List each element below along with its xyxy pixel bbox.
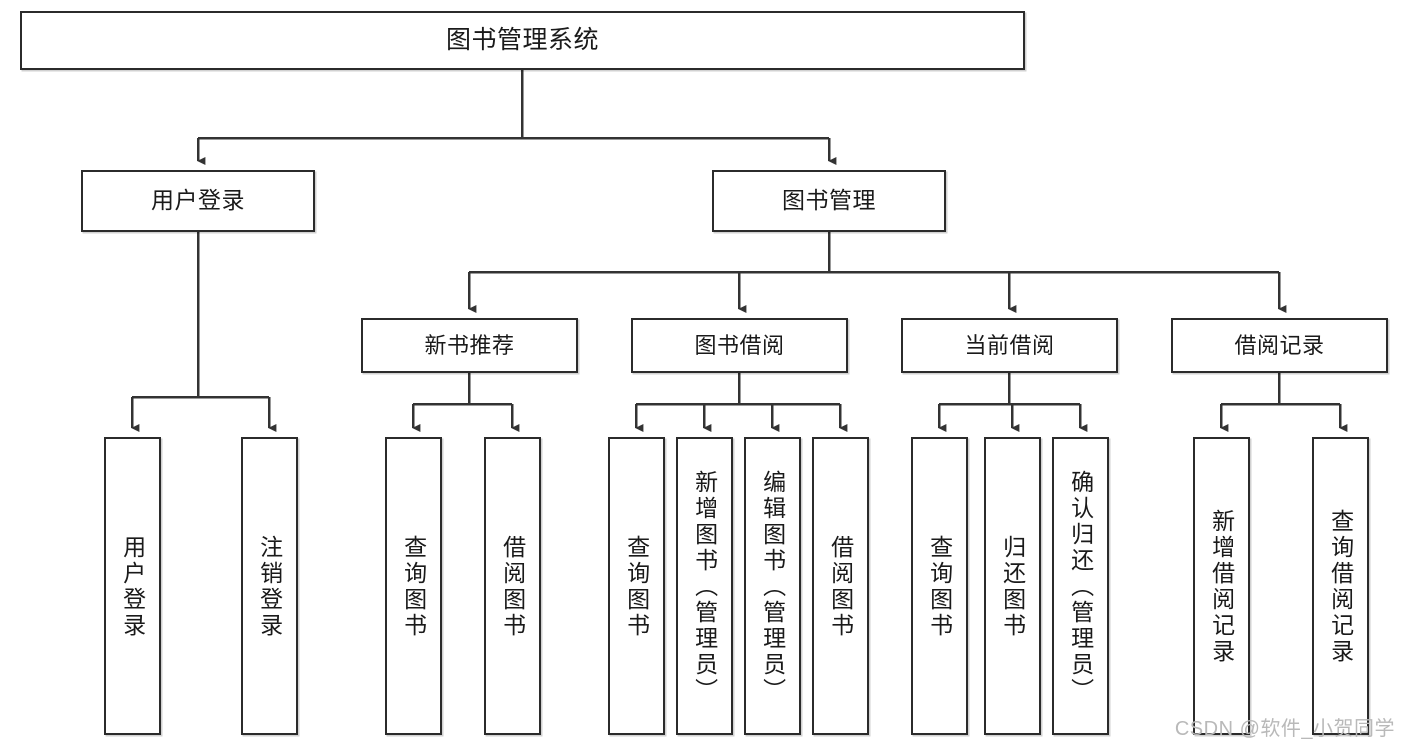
node-leaf-borrow-book-2[interactable]: 借阅图书 xyxy=(812,437,869,735)
node-leaf-add-borrow-record-label: 新增借阅记录 xyxy=(1208,509,1235,665)
node-book-manage-label: 图书管理 xyxy=(782,187,876,214)
node-leaf-edit-book[interactable]: 编辑图书（管理员） xyxy=(744,437,801,735)
node-book-manage[interactable]: 图书管理 xyxy=(712,170,946,232)
node-leaf-add-book-label: 新增图书（管理员） xyxy=(691,470,718,704)
node-leaf-query-borrow-record-label: 查询借阅记录 xyxy=(1327,509,1354,665)
node-user-login-label: 用户登录 xyxy=(151,187,245,214)
node-leaf-user-login-label: 用户登录 xyxy=(119,535,146,639)
node-leaf-confirm-return[interactable]: 确认归还（管理员） xyxy=(1052,437,1109,735)
node-leaf-query-book-3[interactable]: 查询图书 xyxy=(911,437,968,735)
node-book-borrow[interactable]: 图书借阅 xyxy=(631,318,848,373)
node-leaf-logout-login[interactable]: 注销登录 xyxy=(241,437,298,735)
node-leaf-confirm-return-label: 确认归还（管理员） xyxy=(1067,470,1094,704)
node-current-borrow-label: 当前借阅 xyxy=(964,332,1055,358)
node-current-borrow[interactable]: 当前借阅 xyxy=(901,318,1118,373)
node-leaf-add-book[interactable]: 新增图书（管理员） xyxy=(676,437,733,735)
node-leaf-query-borrow-record[interactable]: 查询借阅记录 xyxy=(1312,437,1369,735)
node-leaf-borrow-book-2-label: 借阅图书 xyxy=(827,535,854,639)
node-leaf-query-book-1[interactable]: 查询图书 xyxy=(385,437,442,735)
node-leaf-query-book-1-label: 查询图书 xyxy=(400,535,427,639)
node-leaf-user-login[interactable]: 用户登录 xyxy=(104,437,161,735)
node-leaf-borrow-book-1[interactable]: 借阅图书 xyxy=(484,437,541,735)
node-leaf-logout-login-label: 注销登录 xyxy=(256,535,283,639)
node-borrow-record[interactable]: 借阅记录 xyxy=(1171,318,1388,373)
node-leaf-query-book-3-label: 查询图书 xyxy=(926,535,953,639)
node-leaf-query-book-2-label: 查询图书 xyxy=(623,535,650,639)
node-borrow-record-label: 借阅记录 xyxy=(1234,332,1325,358)
node-leaf-return-book[interactable]: 归还图书 xyxy=(984,437,1041,735)
watermark: CSDN @软件_小贺同学 xyxy=(1174,718,1395,740)
node-new-book-recommend-label: 新书推荐 xyxy=(424,332,515,358)
node-leaf-borrow-book-1-label: 借阅图书 xyxy=(499,535,526,639)
node-leaf-add-borrow-record[interactable]: 新增借阅记录 xyxy=(1193,437,1250,735)
node-leaf-edit-book-label: 编辑图书（管理员） xyxy=(759,470,786,704)
connector-paths xyxy=(130,70,1348,433)
node-leaf-query-book-2[interactable]: 查询图书 xyxy=(608,437,665,735)
node-root-label: 图书管理系统 xyxy=(445,25,599,54)
node-root[interactable]: 图书管理系统 xyxy=(20,11,1025,70)
node-book-borrow-label: 图书借阅 xyxy=(694,332,785,358)
node-leaf-return-book-label: 归还图书 xyxy=(999,535,1026,639)
node-new-book-recommend[interactable]: 新书推荐 xyxy=(361,318,578,373)
node-user-login[interactable]: 用户登录 xyxy=(81,170,315,232)
